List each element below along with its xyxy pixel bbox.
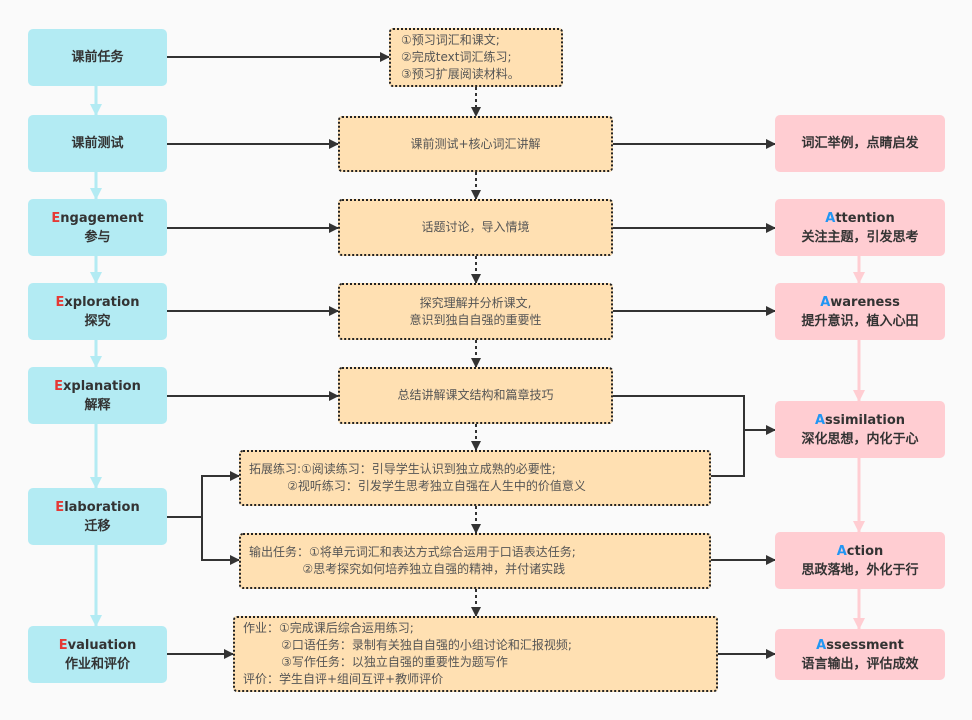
arrow-stage6-act7 bbox=[167, 516, 240, 565]
stage-initial: E bbox=[58, 637, 68, 653]
goal-node-assessment: Assessment 语言输出，评估成效 bbox=[775, 629, 945, 680]
goal-cn: 关注主题，引发思考 bbox=[801, 229, 919, 245]
activity-line: ①预习词汇和课文; bbox=[401, 33, 500, 47]
stage-cn: 参与 bbox=[84, 229, 111, 245]
activity-line: 拓展练习:①阅读练习：引导学生认识到独立成熟的必要性; bbox=[249, 462, 556, 476]
goal-en: Awareness bbox=[820, 293, 900, 312]
arrow-act5-act6-merge bbox=[613, 395, 745, 477]
activity-line: ③写作任务：以独立自强的重要性为题写作 bbox=[243, 655, 508, 669]
activity-line: ②口语任务：录制有关独自自强的小组讨论和汇报视频; bbox=[243, 638, 572, 652]
goal-en-rest: ction bbox=[846, 543, 884, 559]
goal-initial: A bbox=[820, 294, 831, 310]
stage-cn: 课前任务 bbox=[71, 50, 124, 65]
stage-initial: E bbox=[55, 499, 65, 515]
goal-en-rest: ttention bbox=[835, 210, 895, 226]
goal-node-attention: Attention 关注主题，引发思考 bbox=[775, 199, 945, 256]
goal-cn: 深化思想，内化于心 bbox=[801, 431, 919, 447]
activity-line: 评价：学生自评+组间互评+教师评价 bbox=[243, 672, 444, 686]
stage-en-rest: xplanation bbox=[63, 378, 141, 394]
stage-node-engagement: Engagement 参与 bbox=[28, 199, 167, 256]
goal-initial: A bbox=[836, 543, 847, 559]
stage-initial: E bbox=[54, 378, 64, 394]
goal-node-vocabulary: 词汇举例，点睛启发 bbox=[775, 115, 945, 172]
activity-line: 作业：①完成课后综合运用练习; bbox=[243, 621, 414, 635]
activity-node-explanation: 总结讲解课文结构和篇章技巧 bbox=[338, 367, 613, 424]
activity-node-elaboration-output: 输出任务：①将单元词汇和表达方式综合运用于口语表达任务; ②思考探究如何培养独立… bbox=[239, 533, 711, 589]
stage-cn: 作业和评价 bbox=[64, 656, 130, 672]
goal-node-awareness: Awareness 提升意识，植入心田 bbox=[775, 283, 945, 340]
goal-initial: A bbox=[816, 637, 827, 653]
stage-en: Engagement bbox=[51, 209, 143, 228]
stage-node-exploration: Exploration 探究 bbox=[28, 283, 167, 340]
activity-goal-arrows bbox=[613, 139, 776, 659]
activity-node-evaluation: 作业：①完成课后综合运用练习; ②口语任务：录制有关独自自强的小组讨论和汇报视频… bbox=[233, 616, 718, 692]
goal-initial: A bbox=[825, 210, 836, 226]
goal-en: Assimilation bbox=[815, 411, 905, 430]
stage-en-rest: laboration bbox=[64, 499, 140, 515]
goal-initial: A bbox=[814, 412, 826, 428]
stage-cn: 解释 bbox=[84, 397, 111, 413]
goal-cn: 语言输出，评估成效 bbox=[801, 656, 919, 672]
activity-line: ②思考探究如何培养独立自强的精神，并付诸实践 bbox=[249, 562, 566, 576]
stage-en: Evaluation bbox=[59, 636, 136, 655]
goal-node-action: Action 思政落地，外化于行 bbox=[775, 532, 945, 589]
stage-en-rest: valuation bbox=[67, 637, 137, 653]
activity-line: ③预习扩展阅读材料。 bbox=[401, 67, 520, 81]
activity-line: 总结讲解课文结构和篇章技巧 bbox=[397, 388, 554, 402]
stage-en-rest: xploration bbox=[64, 294, 140, 310]
activity-line: 话题讨论，导入情境 bbox=[421, 220, 530, 234]
goal-cn: 提升意识，植入心田 bbox=[801, 313, 919, 329]
goal-en-rest: wareness bbox=[830, 294, 900, 310]
goal-en: Action bbox=[837, 542, 884, 561]
activity-node-elaboration-practice: 拓展练习:①阅读练习：引导学生认识到独立成熟的必要性; ②视听练习：引发学生思考… bbox=[239, 450, 711, 506]
stage-node-explanation: Explanation 解释 bbox=[28, 367, 167, 424]
stage-node-elaboration: Elaboration 迁移 bbox=[28, 488, 167, 545]
goal-en: Attention bbox=[825, 209, 894, 228]
stage-activity-arrows bbox=[167, 52, 390, 659]
goal-node-assimilation: Assimilation 深化思想，内化于心 bbox=[775, 401, 945, 458]
activity-node-exploration: 探究理解并分析课文, 意识到独自自强的重要性 bbox=[338, 283, 613, 340]
stage-node-evaluation: Evaluation 作业和评价 bbox=[28, 626, 167, 683]
stage-en: Elaboration bbox=[55, 498, 139, 517]
activity-node-pre-task: ①预习词汇和课文; ②完成text词汇练习; ③预习扩展阅读材料。 bbox=[389, 28, 563, 87]
goal-cn: 思政落地，外化于行 bbox=[801, 562, 919, 578]
stage-initial: E bbox=[55, 294, 65, 310]
stage-node-pre-task: 课前任务 bbox=[28, 29, 167, 86]
stage-en-rest: ngagement bbox=[60, 210, 144, 226]
stage-en: Exploration bbox=[55, 293, 139, 312]
stage-en: Explanation bbox=[54, 377, 141, 396]
activity-node-engagement: 话题讨论，导入情境 bbox=[338, 199, 613, 256]
arrow-stage6-act6 bbox=[167, 471, 240, 518]
goal-en: Assessment bbox=[816, 636, 904, 655]
activity-node-pre-test: 课前测试+核心词汇讲解 bbox=[338, 116, 613, 172]
goal-cn: 词汇举例，点睛启发 bbox=[801, 136, 919, 151]
stage-node-pre-test: 课前测试 bbox=[28, 115, 167, 172]
goal-en-rest: ssessment bbox=[826, 637, 904, 653]
activity-line: ②视听练习：引发学生思考独立自强在人生中的价值意义 bbox=[249, 479, 586, 493]
activity-line: 课前测试+核心词汇讲解 bbox=[410, 136, 541, 151]
goal-en-rest: ssimilation bbox=[825, 412, 906, 428]
stage-cn: 探究 bbox=[84, 313, 111, 329]
stage-initial: E bbox=[51, 210, 61, 226]
activity-line: 意识到独自自强的重要性 bbox=[409, 312, 542, 327]
activity-line: 输出任务：①将单元词汇和表达方式综合运用于口语表达任务; bbox=[249, 545, 576, 559]
activity-line: ②完成text词汇练习; bbox=[401, 50, 512, 64]
stage-cn: 迁移 bbox=[84, 518, 111, 534]
activity-line: 探究理解并分析课文, bbox=[419, 295, 532, 310]
stage-cn: 课前测试 bbox=[71, 136, 124, 151]
